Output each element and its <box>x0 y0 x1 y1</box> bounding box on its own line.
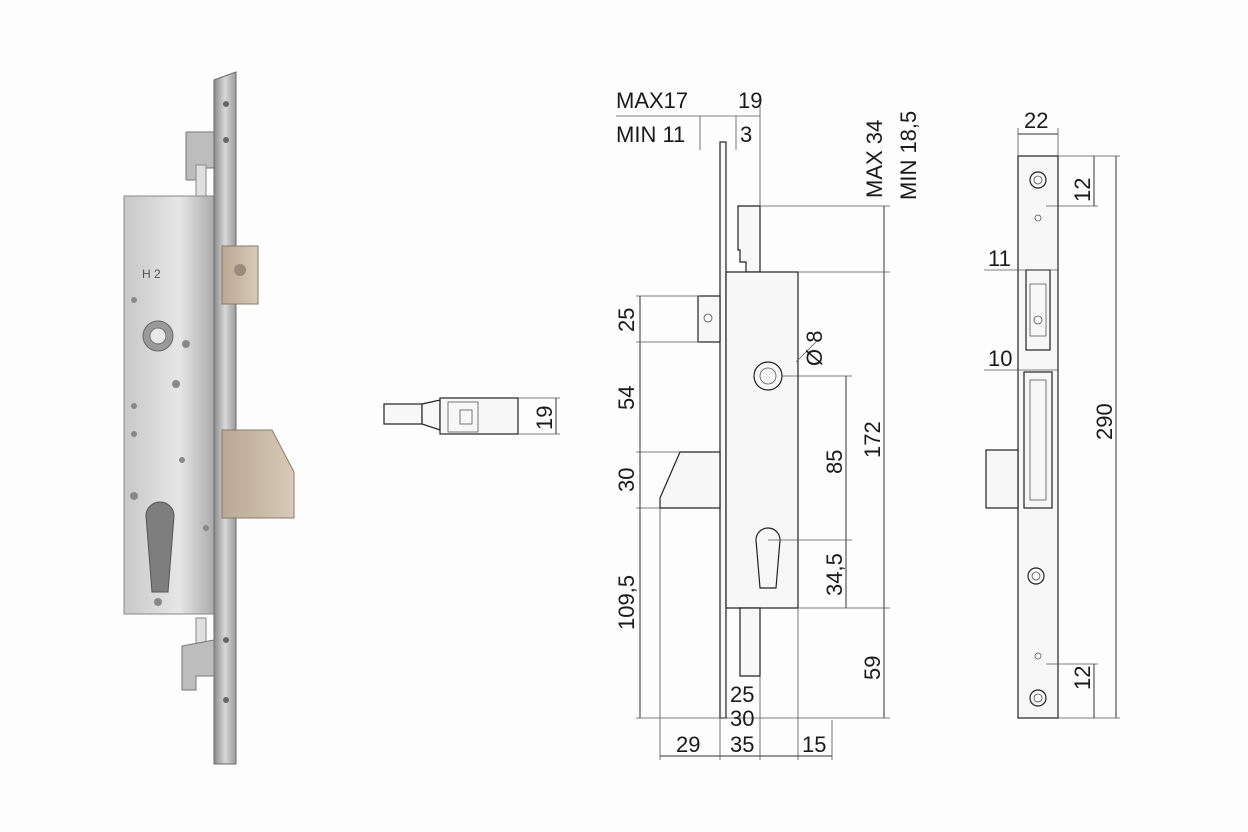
dim-10: 10 <box>988 346 1012 371</box>
dim-3: 3 <box>740 122 752 147</box>
dim-54: 54 <box>614 386 639 410</box>
dim-b25: 25 <box>730 682 754 707</box>
dim-1095: 109,5 <box>614 575 639 630</box>
dim-12-top: 12 <box>1070 178 1095 202</box>
dim-345: 34,5 <box>822 553 847 596</box>
svg-text:H 2: H 2 <box>142 267 161 281</box>
dim-11: 11 <box>988 246 1011 271</box>
lock-photo: H 2 <box>123 71 295 765</box>
side-view-drawing <box>659 141 799 719</box>
dim-25: 25 <box>614 308 639 332</box>
front-view-drawing <box>985 155 1059 719</box>
dim-b35: 35 <box>730 732 754 757</box>
dim-max17: MAX17 <box>616 88 688 113</box>
dim-b30: 30 <box>730 706 754 731</box>
bolt-dim-19: 19 <box>532 406 557 430</box>
dim-12-bottom: 12 <box>1070 666 1095 690</box>
dim-172: 172 <box>860 421 885 458</box>
dim-min11: MIN 11 <box>616 122 685 147</box>
dim-b29: 29 <box>676 732 700 757</box>
side-view-dimensions <box>616 106 890 760</box>
dim-min185: MIN 18,5 <box>896 111 921 200</box>
dim-max34: MAX 34 <box>862 120 887 198</box>
dim-30: 30 <box>614 468 639 492</box>
dim-phi8: Ø 8 <box>802 331 827 366</box>
dim-59: 59 <box>860 656 885 680</box>
bolt-side-view: 19 <box>383 397 560 435</box>
front-view-dimensions <box>984 128 1120 719</box>
dim-19: 19 <box>738 88 762 113</box>
dim-290: 290 <box>1092 403 1117 440</box>
dim-b15: 15 <box>802 732 826 757</box>
dim-22: 22 <box>1024 108 1048 133</box>
dim-85: 85 <box>822 450 847 474</box>
